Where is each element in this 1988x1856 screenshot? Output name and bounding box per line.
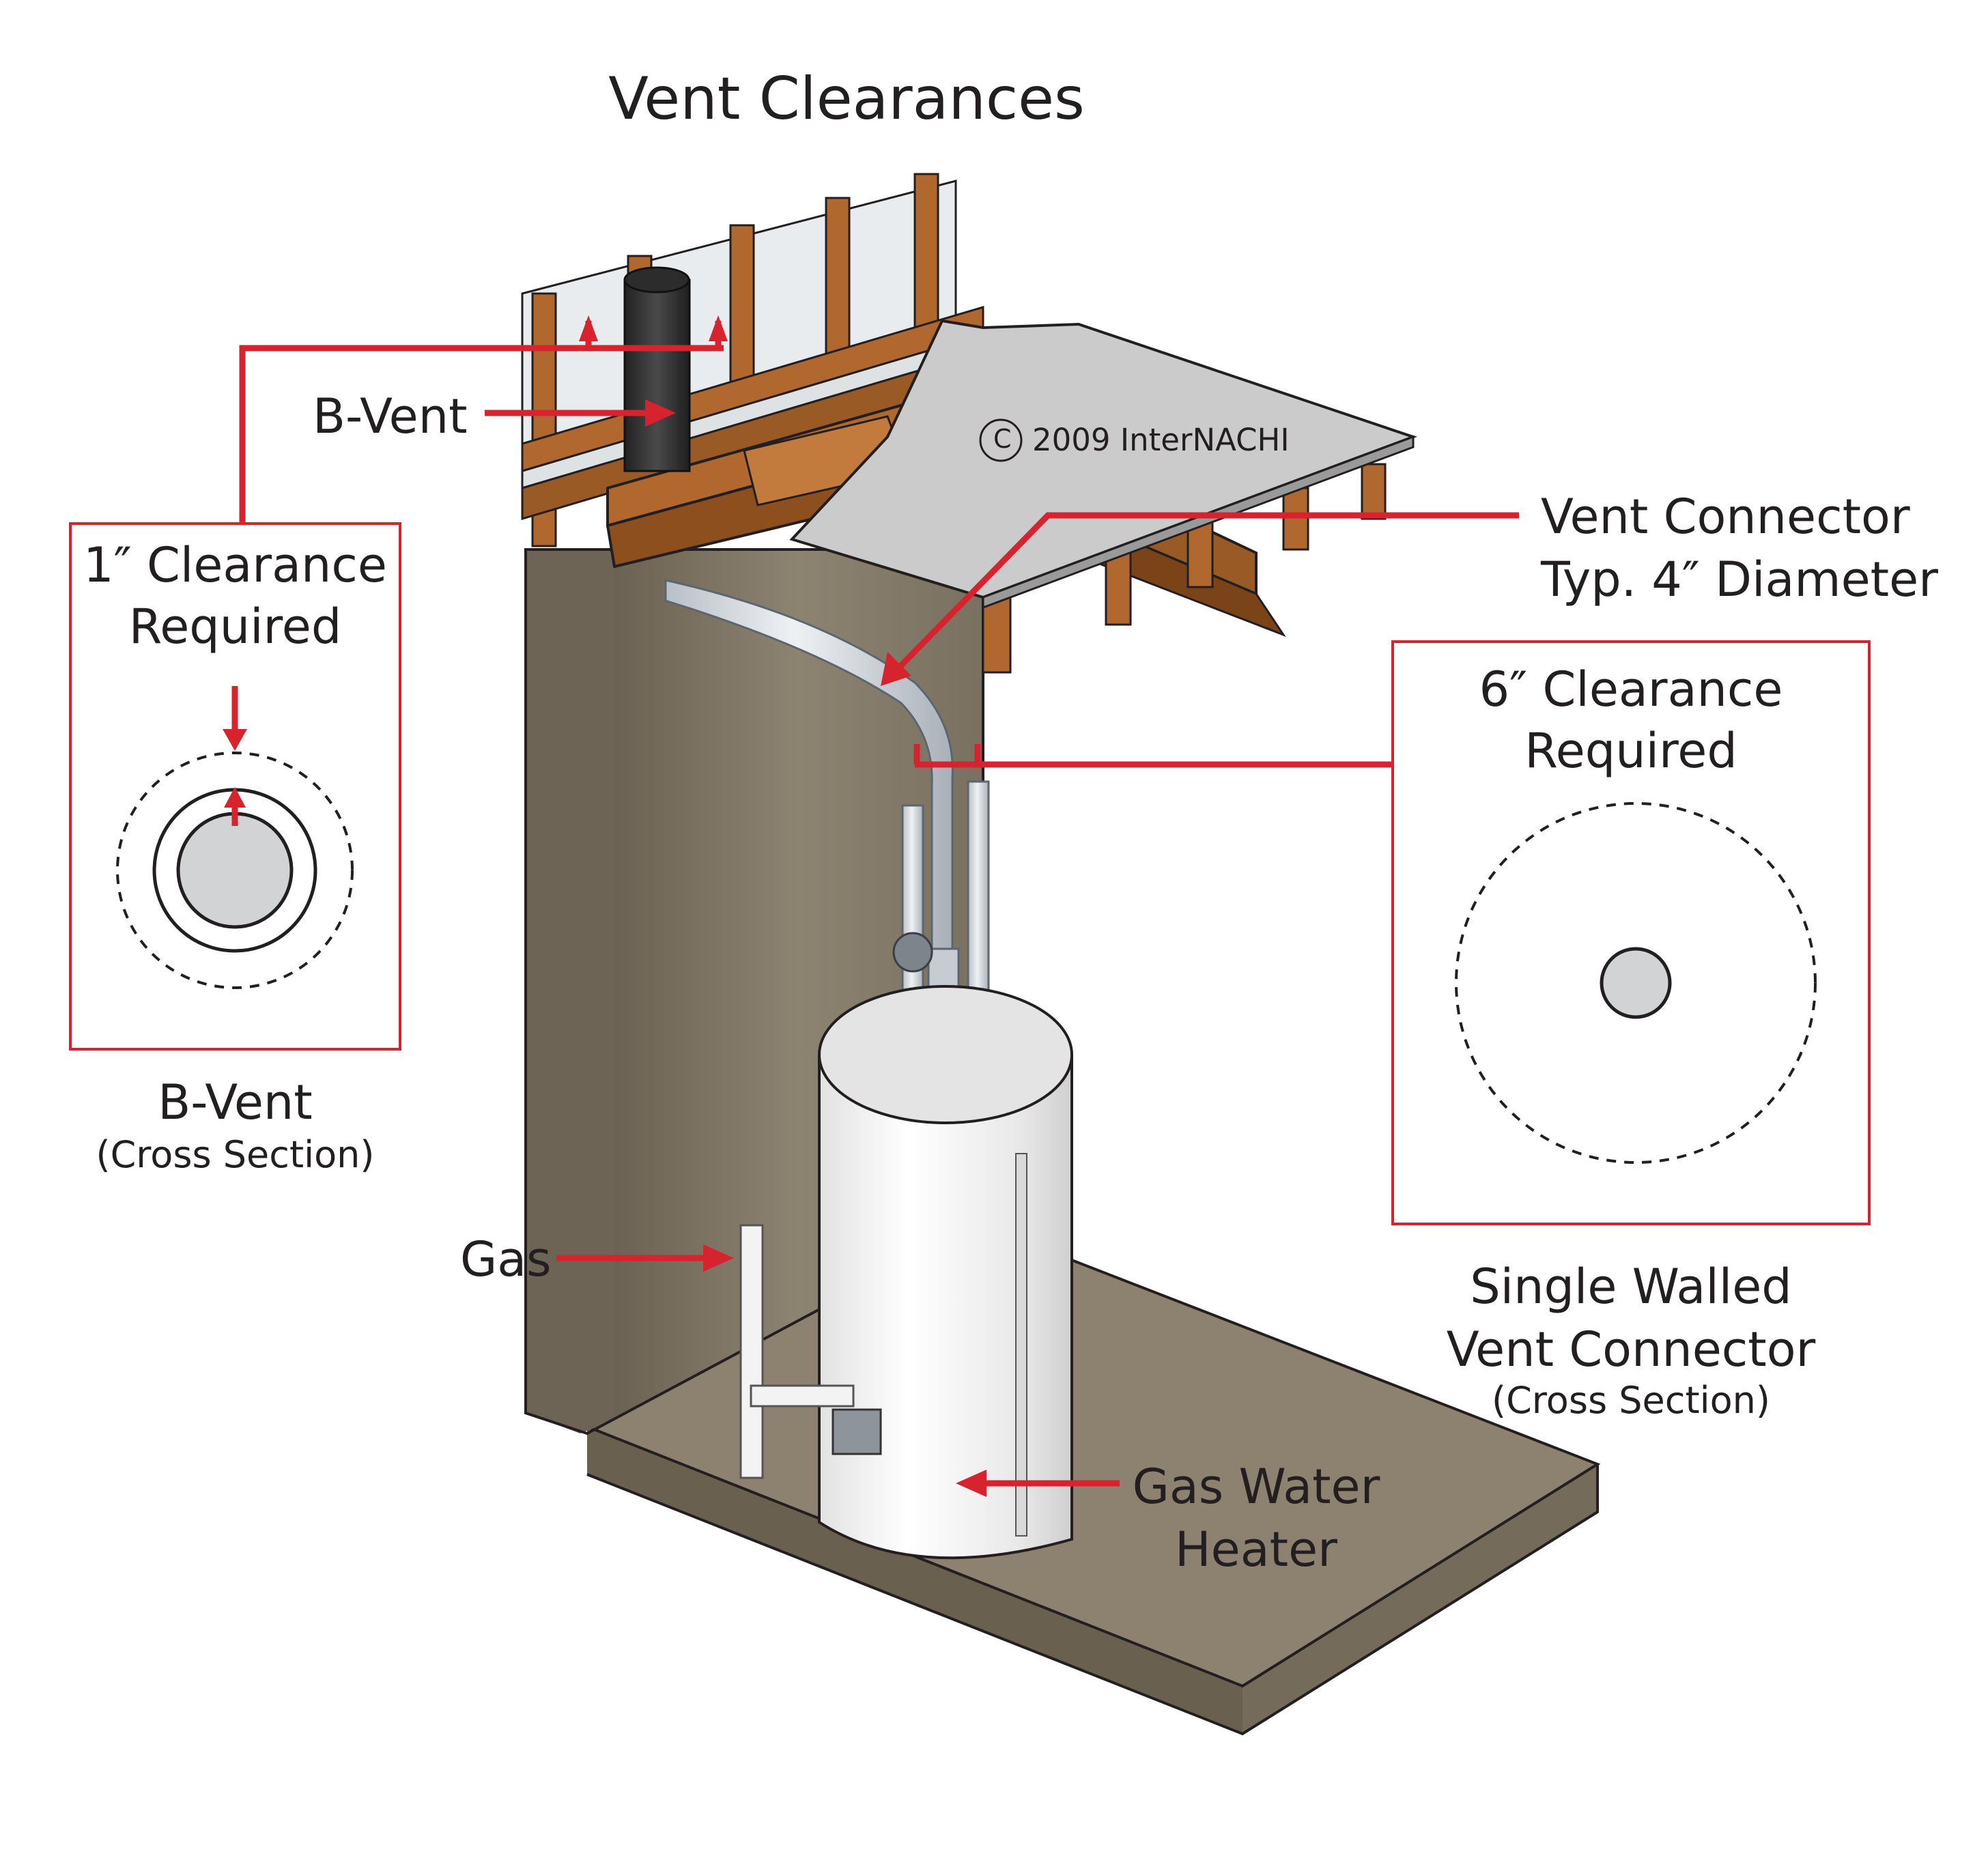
connector-caption-sub: (Cross Section): [1492, 1379, 1770, 1422]
b-vent-clearance-required: Required: [128, 599, 342, 655]
b-vent-pipe: [623, 266, 691, 472]
diagram-title: Vent Clearances: [608, 65, 1085, 133]
gas-label: Gas: [460, 1231, 552, 1287]
b-vent-clearance-heading: 1″ Clearance: [83, 537, 387, 593]
connector-detail-box: [1391, 640, 1871, 1225]
b-vent-caption-sub: (Cross Section): [96, 1133, 375, 1176]
callout-arrowheads: [579, 315, 986, 1497]
connector-clearance-required: Required: [1524, 723, 1737, 779]
subfloor-sheathing: [789, 319, 1417, 610]
b-vent-caption: B-Vent: [158, 1074, 313, 1130]
gas-water-heater-label-line2: Heater: [1175, 1522, 1337, 1577]
connector-caption: Single Walled: [1470, 1259, 1792, 1315]
b-vent-detail-box: [69, 522, 401, 1051]
gas-supply-pipe: [739, 1224, 882, 1479]
gas-water-heater-label: Gas Water: [1132, 1459, 1380, 1515]
vent-connector-label: Vent Connector: [1541, 489, 1910, 545]
callout-lines: [239, 321, 1519, 1487]
connector-caption-line2: Vent Connector: [1446, 1322, 1816, 1377]
b-vent-label: B-Vent: [313, 388, 468, 444]
vent-connector-diameter-label: Typ. 4″ Diameter: [1541, 552, 1938, 608]
copyright-symbol-ring: [979, 418, 1023, 462]
connector-clearance-heading: 6″ Clearance: [1479, 661, 1783, 717]
gas-water-heater-tank: [818, 985, 1073, 1560]
copyright-c: C: [993, 424, 1012, 454]
copyright-text: 2009 InterNACHI: [1032, 422, 1290, 458]
